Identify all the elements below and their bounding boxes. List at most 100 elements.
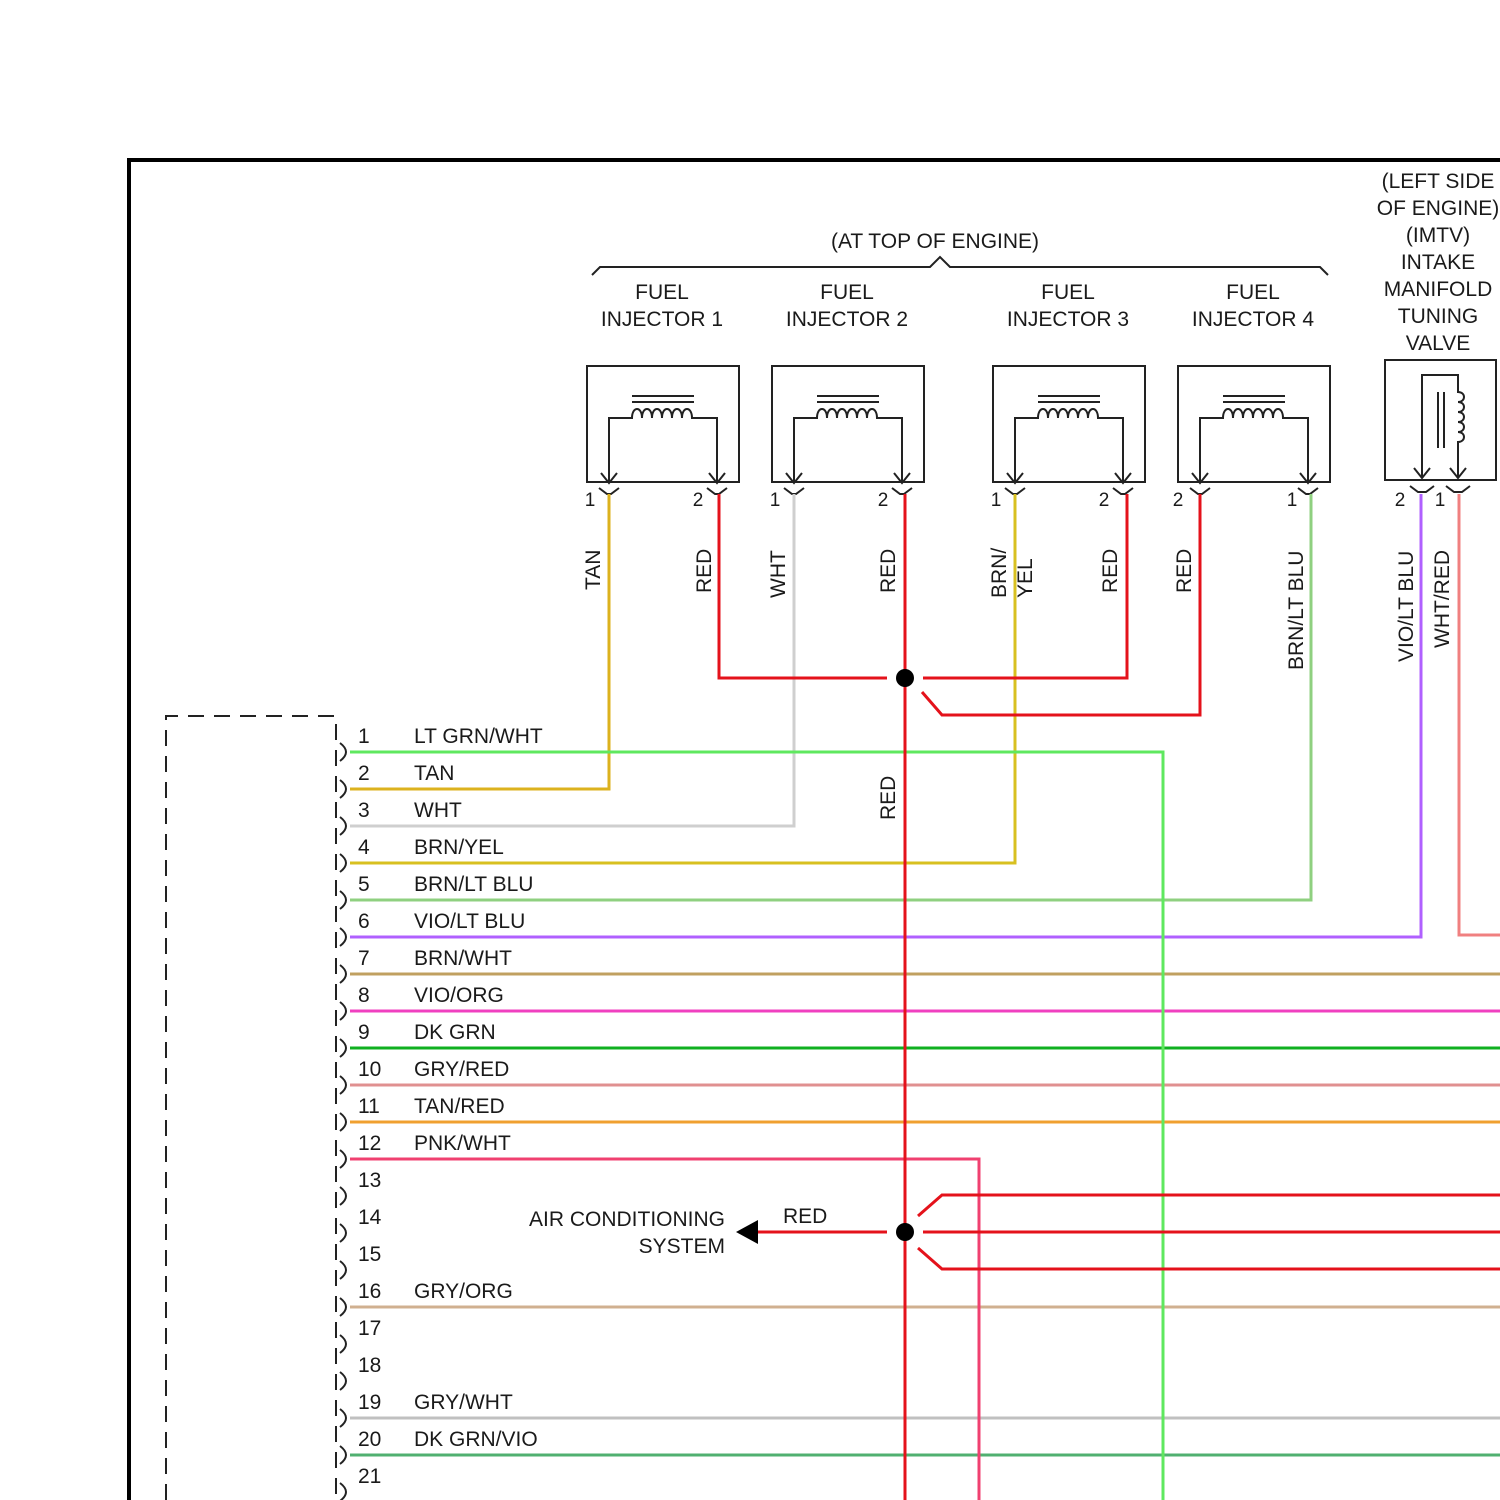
- connector-pin-row: 2 TAN: [340, 762, 454, 798]
- pin-wire-color: VIO/LT BLU: [414, 910, 525, 933]
- pin-number: 1: [358, 725, 370, 748]
- pin-number: 6: [358, 910, 370, 933]
- pin-number: 10: [358, 1058, 381, 1081]
- connector-pin-row: 21: [340, 1465, 381, 1500]
- pin-number: 8: [358, 984, 370, 1007]
- pin-socket-icon: [340, 1224, 346, 1242]
- pin-socket-icon: [340, 1039, 346, 1057]
- pin-wire-color: WHT: [414, 799, 462, 822]
- imtv-label-line: OF ENGINE): [1377, 197, 1500, 220]
- pin-wire-color: TAN: [414, 762, 454, 785]
- pin-number: 2: [358, 762, 370, 785]
- connector-pin-row: 3 WHT: [340, 799, 462, 835]
- pin-number: 7: [358, 947, 370, 970]
- ac-label-line: SYSTEM: [639, 1235, 725, 1258]
- pin-wire-color: PNK/WHT: [414, 1132, 511, 1155]
- wire-color-label: RED: [877, 549, 900, 593]
- pin-wire-color: BRN/WHT: [414, 947, 512, 970]
- pin-socket-icon: [340, 854, 346, 872]
- connector-pin-row: 19 GRY/WHT: [340, 1391, 513, 1427]
- connector-pin-row: 10 GRY/RED: [340, 1058, 509, 1094]
- wht-red-wire: [1459, 494, 1500, 935]
- pin-number: 2: [1173, 490, 1184, 511]
- fuel-injector-2: FUEL INJECTOR 2 1 2 WHT RED: [767, 281, 924, 598]
- connector-pin-row: 14: [340, 1206, 382, 1242]
- wire-color-label: BRN/LT BLU: [1285, 551, 1308, 670]
- wire-color-label: WHT: [767, 550, 790, 598]
- imtv-label-line: INTAKE: [1401, 251, 1475, 274]
- splice-point: [896, 1223, 914, 1241]
- pin-socket-icon: [340, 743, 346, 761]
- pin-number: 12: [358, 1132, 381, 1155]
- pin-socket-icon: [340, 1298, 346, 1316]
- top-of-engine-label: (AT TOP OF ENGINE): [831, 230, 1039, 253]
- pin-number: 15: [358, 1243, 381, 1266]
- pin-wire-color: GRY/RED: [414, 1058, 509, 1081]
- imtv-label-line: (LEFT SIDE: [1382, 170, 1495, 193]
- wire-color-label: RED: [693, 549, 716, 593]
- injector-label-line: FUEL: [635, 281, 689, 304]
- pin-wire-color: VIO/ORG: [414, 984, 504, 1007]
- pin-socket-icon: [340, 928, 346, 946]
- imtv-label-line: MANIFOLD: [1384, 278, 1493, 301]
- wire-color-label: RED: [877, 776, 900, 820]
- top-of-engine-bracket: [592, 257, 1328, 275]
- fuel-injector-1: FUEL INJECTOR 1 1 2 TAN RED: [582, 281, 739, 593]
- pin-number: 17: [358, 1317, 381, 1340]
- pin-number: 9: [358, 1021, 370, 1044]
- pin-socket-icon: [340, 1002, 346, 1020]
- injector-label-line: INJECTOR 2: [786, 308, 908, 331]
- pin-wire-color: DK GRN: [414, 1021, 496, 1044]
- wire-color-label: BRN/ YEL: [988, 542, 1037, 598]
- pin-socket-icon: [340, 891, 346, 909]
- imtv-valve: 2 1 VIO/LT BLU WHT/RED: [1385, 360, 1496, 662]
- pin-wire-color: LT GRN/WHT: [414, 725, 543, 748]
- pin-number: 18: [358, 1354, 381, 1377]
- pin-number: 19: [358, 1391, 381, 1414]
- imtv-label-line: TUNING: [1398, 305, 1479, 328]
- imtv-body: [1385, 360, 1496, 480]
- pin-number: 3: [358, 799, 370, 822]
- pin-number: 5: [358, 873, 370, 896]
- connector-pin-row: 16 GRY/ORG: [340, 1280, 513, 1316]
- pin-wire-color: GRY/WHT: [414, 1391, 513, 1414]
- pin-socket-icon: [340, 1483, 346, 1500]
- wire-color-label-part: BRN/: [988, 548, 1011, 598]
- fuel-injector-3: FUEL INJECTOR 3 1 2 BRN/ YEL RED: [988, 281, 1145, 598]
- connector-pin-row: 12 PNK/WHT: [340, 1132, 511, 1168]
- pin-number: 4: [358, 836, 370, 859]
- pin-socket-icon: [340, 1335, 346, 1353]
- injector-label-line: INJECTOR 4: [1192, 308, 1314, 331]
- pin-number: 2: [693, 490, 704, 511]
- injector-label-line: INJECTOR 3: [1007, 308, 1129, 331]
- pin-socket-icon: [340, 1372, 346, 1390]
- connector-outline: [166, 716, 336, 1500]
- connector-pin-row: 1 LT GRN/WHT: [340, 725, 543, 761]
- imtv-label-line: VALVE: [1406, 332, 1471, 355]
- connector-pin-row: 13: [340, 1169, 381, 1205]
- connector-pin-row: 15: [340, 1243, 381, 1279]
- pin-socket-icon: [340, 780, 346, 798]
- connector-pin-row: 9 DK GRN: [340, 1021, 496, 1057]
- pin-number: 16: [358, 1280, 381, 1303]
- pin-wire-color: GRY/ORG: [414, 1280, 513, 1303]
- pin-number: 13: [358, 1169, 381, 1192]
- connector-pin-row: 18: [340, 1354, 381, 1390]
- wire-color-label: TAN: [582, 550, 605, 590]
- connector-pin-row: 6 VIO/LT BLU: [340, 910, 525, 946]
- wire-color-label: WHT/RED: [1431, 550, 1454, 648]
- pin-number: 1: [991, 490, 1002, 511]
- pin-number: 2: [878, 490, 889, 511]
- imtv-header: (LEFT SIDE OF ENGINE) (IMTV) INTAKE MANI…: [1377, 170, 1500, 355]
- harness-connector: [166, 716, 336, 1500]
- red-injector-4-feed: [922, 494, 1200, 715]
- ac-label-line: AIR CONDITIONING: [529, 1208, 725, 1231]
- imtv-label-line: (IMTV): [1406, 224, 1470, 247]
- pin-socket-icon: [340, 965, 346, 983]
